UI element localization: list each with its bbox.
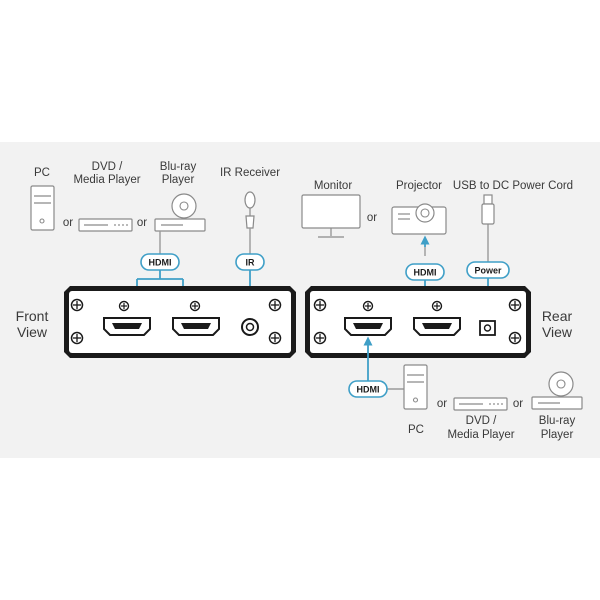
rear-screw-icon [313, 331, 327, 345]
power-cord-label: USB to DC Power Cord [453, 180, 573, 192]
rear-screw-icon [431, 300, 443, 312]
front-unit [64, 286, 296, 358]
power-tag-text: Power [474, 266, 502, 276]
front-pc-icon [30, 185, 55, 231]
front-dvd-label-1: DVD / [92, 161, 123, 173]
ir-jack [241, 318, 259, 336]
front-screw-icon [70, 298, 84, 312]
rear-bluray-label-1: Blu-ray [539, 415, 576, 427]
front-screw-icon [268, 298, 282, 312]
rear-hdmi-out-port [413, 317, 461, 336]
power-cable-tag: Power [466, 261, 510, 279]
front-or-1: or [63, 217, 73, 229]
projector-icon [391, 203, 447, 235]
front-hdmi-port-1 [103, 317, 151, 336]
ir-receiver-icon [244, 191, 256, 229]
rear-hdmi-in-tag-text: HDMI [357, 385, 380, 395]
rear-pc-label: PC [408, 424, 424, 436]
dc-power-jack [479, 320, 496, 336]
front-bluray-player-icon [154, 193, 206, 232]
front-bluray-label-1: Blu-ray [160, 161, 197, 173]
front-view-title-2: View [17, 324, 48, 340]
rear-or-1: or [437, 398, 447, 410]
front-screw-icon [189, 300, 201, 312]
rear-unit [305, 286, 531, 358]
front-pc-label: PC [34, 167, 50, 179]
ir-receiver-label: IR Receiver [220, 167, 280, 179]
monitor-label: Monitor [314, 180, 353, 192]
rear-hdmi-in-tag: HDMI [348, 380, 388, 398]
rear-dvd-player-icon [453, 397, 508, 411]
rear-dvd-label-2: Media Player [447, 429, 514, 441]
rear-view-title-2: View [542, 324, 573, 340]
rear-hdmi-out-tag-text: HDMI [414, 268, 437, 278]
rear-pc-icon [403, 364, 428, 410]
rear-screw-icon [508, 331, 522, 345]
projector-label: Projector [396, 180, 442, 192]
rear-dvd-label-1: DVD / [466, 415, 497, 427]
rear-screw-icon [508, 298, 522, 312]
rear-screw-icon [313, 298, 327, 312]
front-hdmi-port-2 [172, 317, 220, 336]
usb-plug-icon [481, 194, 495, 232]
front-dvd-label-2: Media Player [73, 174, 140, 186]
ir-cable-tag: IR [235, 253, 265, 271]
monitor-icon [301, 194, 361, 238]
front-screw-icon [268, 331, 282, 345]
front-bluray-label-2: Player [162, 174, 195, 186]
rear-bluray-player-icon [531, 371, 583, 410]
rear-or-2: or [513, 398, 523, 410]
rear-hdmi-in-cable [363, 336, 404, 390]
front-or-2: or [137, 217, 147, 229]
front-view-title-1: Front [16, 308, 49, 324]
rear-view-title-1: Rear [542, 308, 573, 324]
front-dvd-player-icon [78, 218, 133, 232]
ir-tag-text: IR [246, 258, 256, 268]
rear-display-or: or [367, 212, 377, 224]
front-screw-icon [70, 331, 84, 345]
rear-bluray-label-2: Player [541, 429, 574, 441]
rear-hdmi-out-tag: HDMI [405, 263, 445, 281]
front-screw-icon [118, 300, 130, 312]
rear-hdmi-in-port [344, 317, 392, 336]
hdmi-tag-text: HDMI [149, 258, 172, 268]
hdmi-cable-tag: HDMI [140, 253, 180, 271]
rear-screw-icon [362, 300, 374, 312]
